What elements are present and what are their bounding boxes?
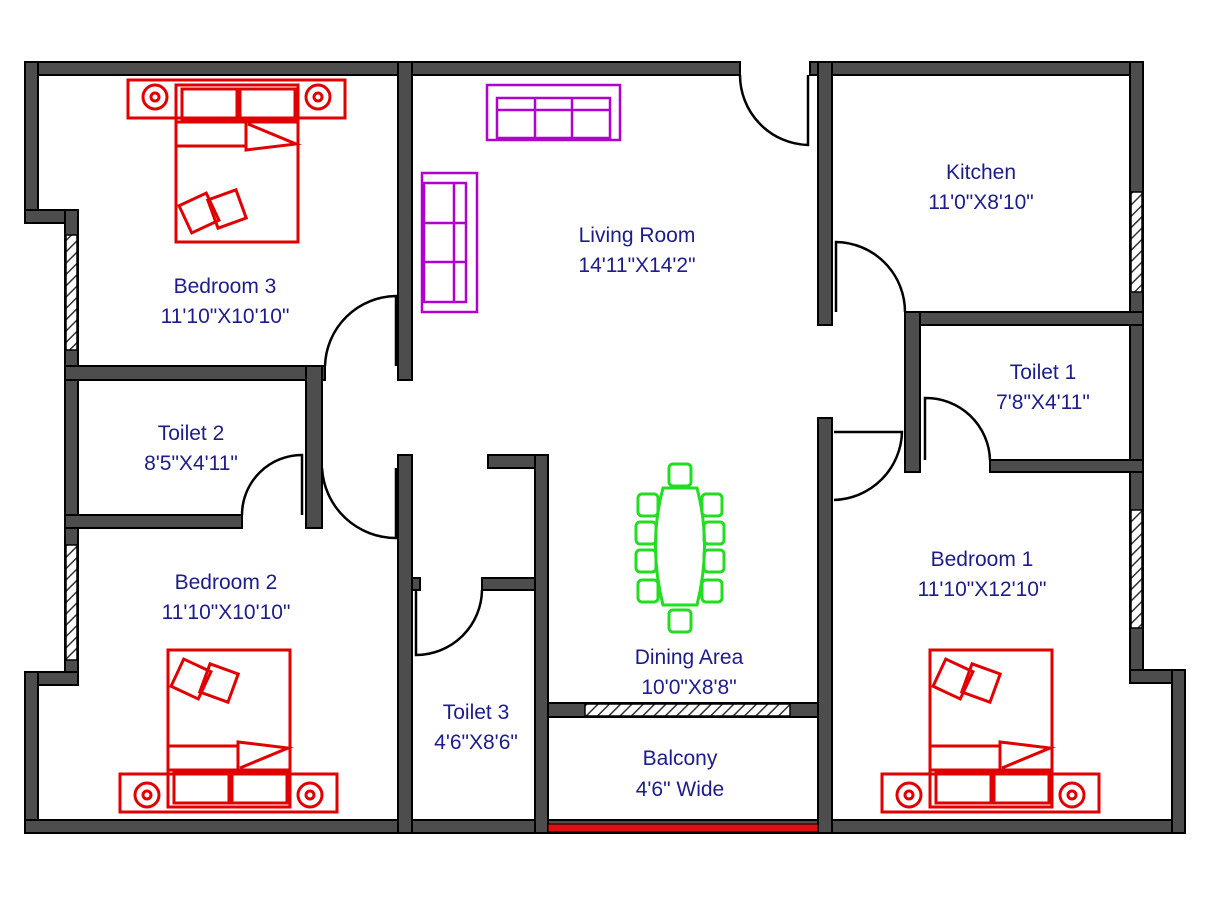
room-name: Bedroom 3 bbox=[174, 275, 277, 298]
bed-bedroom1 bbox=[880, 648, 1101, 814]
window-bedroom3 bbox=[65, 234, 78, 351]
room-name: Balcony bbox=[643, 747, 718, 770]
room-size: 11'10"X10'10" bbox=[161, 305, 290, 328]
door-toilet1 bbox=[923, 396, 992, 461]
room-labels: Bedroom 3 11'10"X10'10" Living Room 14'1… bbox=[144, 161, 1090, 801]
window-bedroom2 bbox=[65, 544, 78, 661]
door-bedroom2 bbox=[320, 467, 398, 540]
door-kitchen bbox=[834, 240, 907, 313]
room-size: 8'5"X4'11" bbox=[144, 452, 238, 475]
balcony-railing bbox=[547, 823, 819, 833]
room-name: Toilet 3 bbox=[443, 701, 510, 724]
room-size: 14'11"X14'2" bbox=[578, 254, 695, 277]
windows bbox=[65, 191, 1143, 717]
sofa-side bbox=[420, 171, 479, 314]
window-kitchen bbox=[1130, 191, 1143, 293]
room-name: Living Room bbox=[579, 224, 696, 247]
room-size: 11'0"X8'10" bbox=[928, 191, 1033, 214]
room-name: Dining Area bbox=[635, 646, 744, 669]
bed-bedroom2 bbox=[118, 648, 339, 814]
door-bedroom1 bbox=[833, 430, 904, 502]
room-size: 4'6" Wide bbox=[636, 778, 725, 801]
door-toilet2 bbox=[240, 453, 304, 516]
room-name: Toilet 2 bbox=[158, 422, 225, 445]
door-main bbox=[738, 74, 810, 147]
room-name: Toilet 1 bbox=[1010, 361, 1077, 384]
sofa-top bbox=[485, 83, 622, 142]
room-size: 4'6"X8'6" bbox=[434, 731, 518, 754]
door-toilet3 bbox=[414, 589, 484, 657]
dining-table bbox=[634, 462, 726, 634]
room-size: 11'10"X12'10" bbox=[918, 578, 1047, 601]
room-name: Bedroom 2 bbox=[175, 571, 278, 594]
room-size: 11'10"X10'10" bbox=[162, 601, 291, 624]
room-name: Bedroom 1 bbox=[931, 548, 1034, 571]
window-bedroom1 bbox=[1130, 509, 1143, 629]
doors bbox=[240, 74, 992, 657]
door-bedroom3 bbox=[323, 294, 398, 367]
room-size: 10'0"X8'8" bbox=[641, 676, 736, 699]
window-dining bbox=[584, 703, 791, 717]
bed-bedroom3 bbox=[126, 78, 347, 244]
room-name: Kitchen bbox=[946, 161, 1016, 184]
room-size: 7'8"X4'11" bbox=[996, 391, 1090, 414]
